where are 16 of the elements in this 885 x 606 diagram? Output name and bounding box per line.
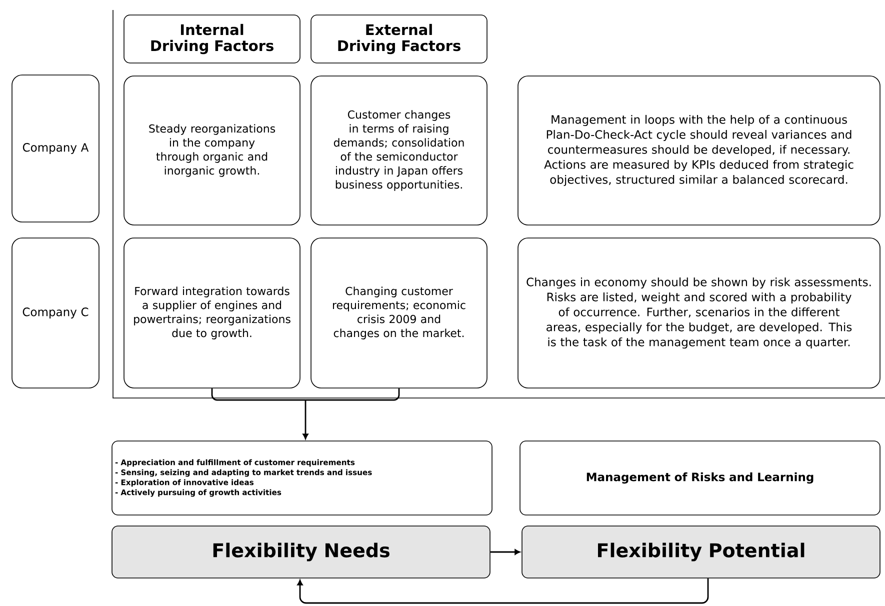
factor-box: Steady reorganizations in the company through organic and inorganic growth. <box>124 76 300 226</box>
bracket-arrow <box>211 388 400 440</box>
header-box: External Driving Factors <box>310 14 488 64</box>
factor-box: Changing customer requirements; economic crisis 2009 and changes on the market. <box>310 238 488 388</box>
arrow <box>490 549 520 555</box>
company-box: Company A <box>12 74 100 222</box>
header-box: Internal Driving Factors <box>124 14 300 64</box>
description-box: Management in loops with the help of a continuous Plan-Do-Check-Act cycle should reveal variances and countermeasures should be developed, if necessary. Actions are measured by KPIs deduced from strategic objectives, structured similar a balanced scorecard. <box>518 76 880 226</box>
description-box: Changes in economy should be shown by risk assessments. Risks are listed, weight and scored with a probability of occurrence. Further, scenarios in the different areas, especially for the budget, are developed. This is the task of the management team once a quarter. <box>518 238 880 388</box>
flexibility-box: Flexibility Potential <box>522 526 880 578</box>
flexibility-box: Flexibility Needs <box>112 526 490 578</box>
factor-box: Customer changes in terms of raising demands; consolidation of the semiconductor industry in Japan offers business opportunities. <box>310 76 488 226</box>
factor-box: Forward integration towards a supplier of engines and powertrains; reorganizations due to growth. <box>124 238 300 388</box>
arrow <box>297 578 709 604</box>
title-box: Management of Risks and Learning <box>520 440 880 516</box>
company-box: Company C <box>12 238 100 388</box>
